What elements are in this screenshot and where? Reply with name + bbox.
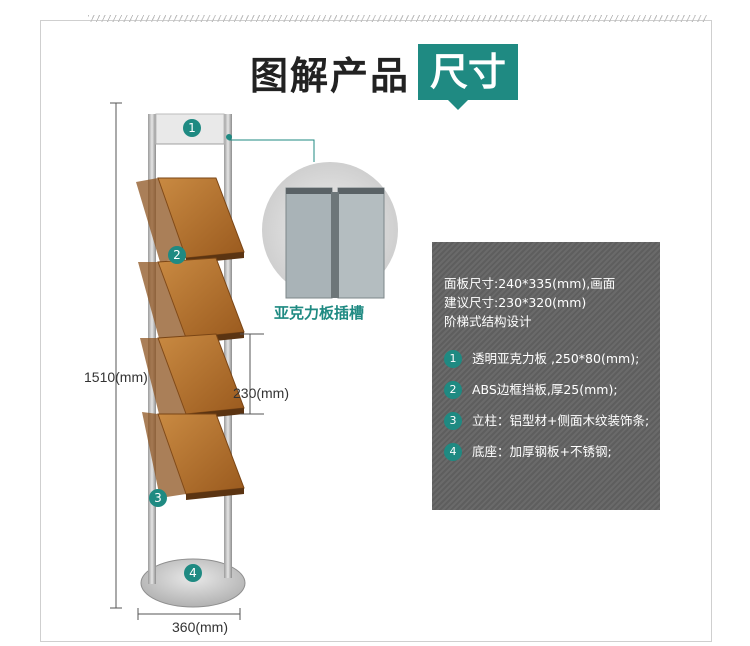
spec-line-2: 建议尺寸:230*320(mm) — [444, 295, 587, 310]
shelf-gap-label: 230(mm) — [233, 385, 289, 401]
marker-3: 3 — [149, 489, 167, 507]
decorative-hatch-bar — [88, 15, 708, 22]
spec-panel: 面板尺寸:240*335(mm),画面 建议尺寸:230*320(mm) 阶梯式… — [432, 242, 660, 510]
slot-detail-circle — [262, 162, 398, 299]
callout-leader — [226, 134, 315, 162]
spec-line-1: 面板尺寸:240*335(mm),画面 — [444, 276, 616, 291]
page-title: 图解产品 尺寸 — [250, 44, 519, 110]
marker-3-label: 3 — [154, 491, 162, 505]
marker-4: 4 — [184, 564, 202, 582]
right-post — [224, 114, 232, 578]
shelves — [136, 177, 245, 500]
spec-item-text: ABS边框挡板,厚25(mm); — [472, 382, 618, 397]
shelf-gap-dimension — [240, 333, 264, 415]
spec-item-number: 4 — [444, 443, 462, 461]
marker-4-label: 4 — [189, 566, 197, 580]
spec-item-number: 2 — [444, 381, 462, 399]
spec-item-number: 3 — [444, 412, 462, 430]
base-width-dimension — [137, 608, 241, 620]
spec-item-text: 透明亚克力板 ,250*80(mm); — [472, 351, 640, 366]
spec-item: 2 ABS边框挡板,厚25(mm); — [444, 380, 650, 399]
height-dimension — [110, 102, 122, 609]
marker-2-label: 2 — [173, 248, 181, 262]
marker-1: 1 — [183, 119, 201, 137]
slot-caption: 亚克力板插槽 — [274, 304, 365, 322]
marker-2: 2 — [168, 246, 186, 264]
title-accent: 尺寸 — [418, 44, 519, 110]
spec-item-text: 立柱：铝型材+侧面木纹装饰条; — [472, 413, 650, 428]
title-main: 图解产品 — [250, 53, 411, 98]
height-label: 1510(mm) — [84, 369, 148, 385]
base-disc — [140, 558, 246, 608]
spec-item-text: 底座：加厚钢板+不锈钢; — [472, 444, 612, 459]
spec-item: 4 底座：加厚钢板+不锈钢; — [444, 442, 650, 461]
base-width-label: 360(mm) — [172, 619, 228, 635]
spec-line-3: 阶梯式结构设计 — [444, 314, 532, 329]
spec-item: 3 立柱：铝型材+侧面木纹装饰条; — [444, 411, 650, 430]
spec-item: 1 透明亚克力板 ,250*80(mm); — [444, 349, 650, 368]
marker-1-label: 1 — [188, 121, 196, 135]
spec-item-number: 1 — [444, 350, 462, 368]
